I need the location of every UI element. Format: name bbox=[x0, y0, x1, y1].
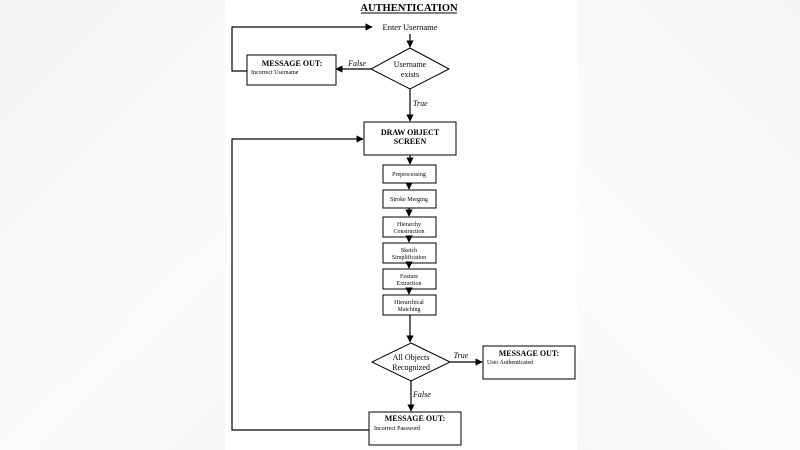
message-incorrect-username-body: Incorrect Username bbox=[251, 70, 299, 76]
message-user-authenticated-box bbox=[482, 345, 576, 380]
draw-object-screen-line2: SCREEN bbox=[394, 137, 427, 146]
message-incorrect-username-header: MESSAGE OUT: bbox=[262, 59, 323, 68]
hierarchy-construction-line2: Construction bbox=[394, 229, 425, 235]
username-exists-label-line1: Username bbox=[394, 60, 427, 69]
loop-back-username bbox=[231, 23, 373, 72]
background-left bbox=[0, 0, 225, 450]
objects-false-label: False bbox=[412, 390, 431, 399]
sketch-simplification-line1: Sketch bbox=[401, 248, 417, 254]
all-objects-recognized-line2: Recognized bbox=[392, 363, 430, 372]
hierarchical-matching-line2: Matching bbox=[398, 307, 421, 313]
all-objects-recognized-line1: All Objects bbox=[393, 353, 430, 362]
loop-back-password bbox=[231, 135, 369, 431]
draw-object-screen-line1: DRAW OBJECT bbox=[381, 128, 440, 137]
feature-extraction-line1: Feature bbox=[400, 274, 418, 280]
message-incorrect-password-box bbox=[368, 411, 462, 446]
feature-extraction-line2: Extraction bbox=[397, 281, 422, 287]
preprocessing-label: Preprocessing bbox=[392, 172, 426, 178]
start-label: Enter Username bbox=[383, 22, 438, 32]
message-user-authenticated-header: MESSAGE OUT: bbox=[499, 349, 560, 358]
message-incorrect-username-box bbox=[246, 54, 337, 86]
message-user-authenticated-body: User Authenticated bbox=[487, 360, 533, 366]
username-exists-label-line2: exists bbox=[401, 70, 419, 79]
hierarchical-matching-line1: Hierarchical bbox=[394, 300, 424, 306]
message-incorrect-password-header: MESSAGE OUT: bbox=[385, 414, 446, 423]
sketch-simplification-line2: Simplification bbox=[392, 254, 426, 261]
hierarchy-construction-line1: Hierarchy bbox=[397, 222, 421, 228]
objects-true-label: True bbox=[454, 351, 469, 360]
background-right bbox=[577, 0, 800, 450]
all-objects-recognized-decision bbox=[370, 342, 452, 382]
username-true-label: True bbox=[413, 99, 428, 108]
message-incorrect-password-body: Incorrect Password bbox=[374, 426, 420, 432]
username-false-label: False bbox=[347, 59, 366, 68]
stroke-merging-label: Stroke Merging bbox=[390, 197, 428, 203]
diagram-title: AUTHENTICATION bbox=[360, 3, 458, 14]
